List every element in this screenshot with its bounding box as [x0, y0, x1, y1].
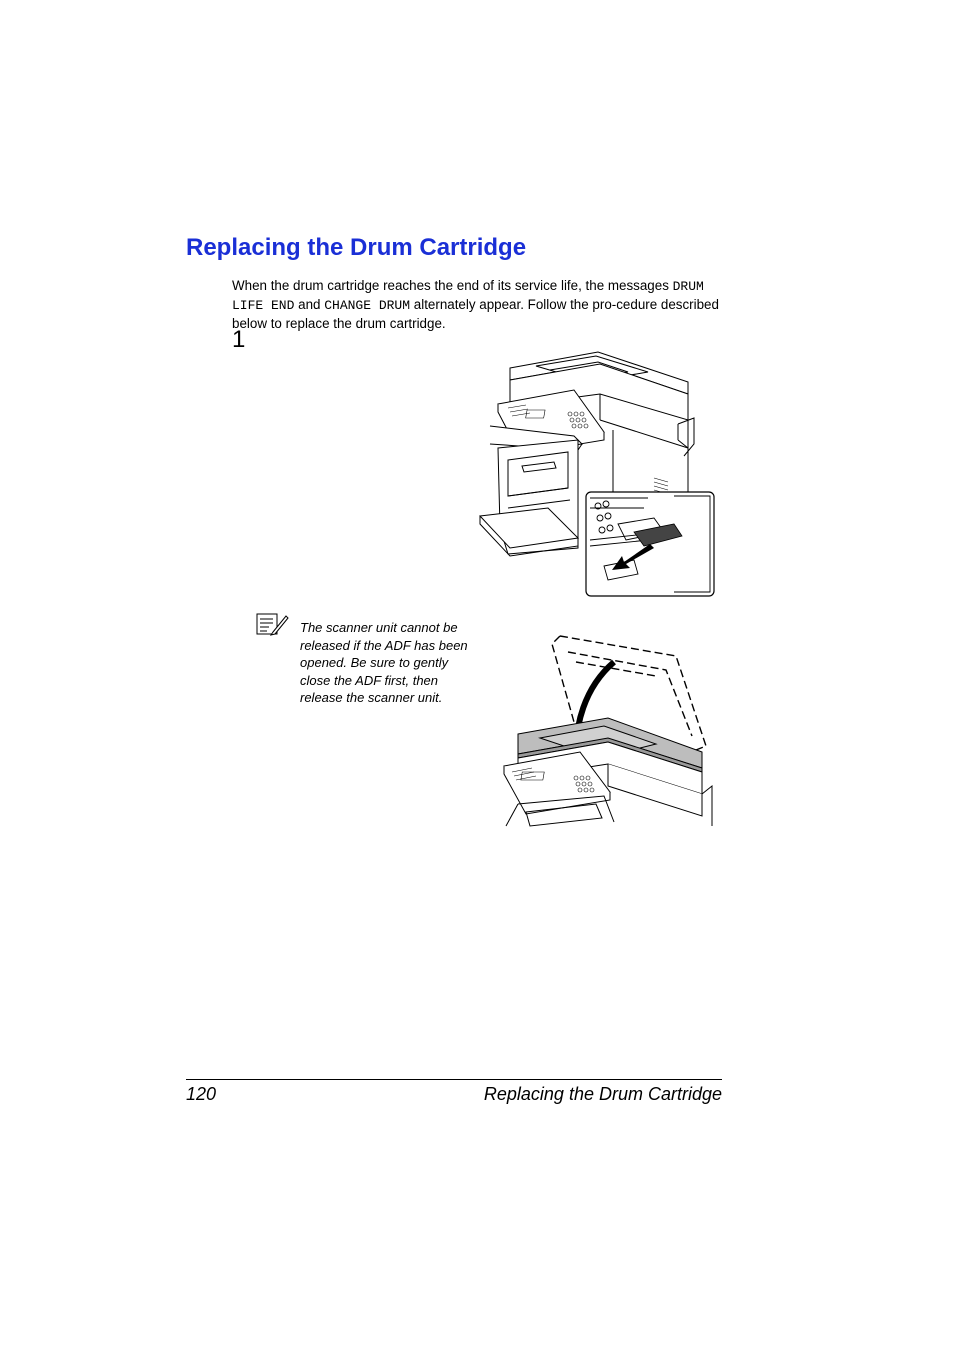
adf-closing-illustration — [503, 635, 713, 827]
message-drum-life-end: DRUM LIFE END — [232, 279, 704, 313]
step-number: 1 — [232, 326, 246, 353]
footer-section-title: Replacing the Drum Cartridge — [483, 1084, 722, 1104]
page-number: 120 — [186, 1084, 217, 1104]
page-title: Replacing the Drum Cartridge — [186, 234, 527, 261]
intro-paragraph: When the drum cartridge reaches the end … — [232, 277, 732, 333]
intro-text-3: alternately appear. Follow the pro-cedur… — [232, 297, 719, 331]
intro-text-2: and — [294, 297, 325, 312]
note-pencil-icon — [256, 613, 289, 636]
printer-scanner-release-illustration — [478, 351, 715, 597]
intro-text-1: When the drum cartridge reaches the end … — [232, 278, 673, 293]
note-text: The scanner unit cannot be released if t… — [300, 620, 468, 705]
footer-rule — [186, 1079, 722, 1080]
message-change-drum: CHANGE DRUM — [324, 298, 411, 313]
